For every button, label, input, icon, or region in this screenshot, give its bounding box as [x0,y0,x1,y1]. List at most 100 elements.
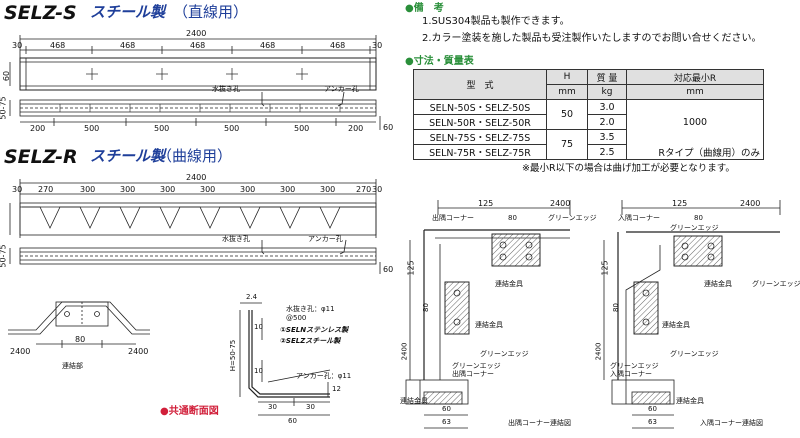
sec-dim-60: 60 [288,417,297,425]
sec-dim-thick: 2.4 [246,293,258,301]
dim-end: 30 [372,41,383,50]
dim-pitch: 300 [120,185,136,194]
spec-unit-min-r: mm [626,84,764,100]
drain-hole-label: 水抜き孔 [222,235,250,243]
ic-green-edge-2: グリーンエッジ [752,280,800,288]
dim-overall: 2400 [186,173,207,182]
anchor-hole-label: アンカー孔 [308,235,343,243]
spec-col-weight: 質 量 [587,69,627,85]
spec-unit-weight: kg [587,84,627,100]
dim-end: 30 [372,185,383,194]
selz-r-type: （曲線用） [157,147,233,165]
dim-pitch: 300 [280,185,296,194]
note-2: 2.カラー塗装を施した製品も受注製作いたしますのでお問い合せください。 [422,33,762,44]
ic-joint-2: 連結金具 [662,321,690,329]
selz-r-side-view [9,247,381,274]
oc-dim-80: 80 [508,214,517,222]
ic-dim-80v: 80 [611,303,620,312]
dim-hole-side: 60 [383,265,394,274]
selz-r-plan-view [9,179,377,238]
dim-first: 270 [38,185,54,194]
dim-hole-pitch: 500 [84,124,100,133]
oc-joint-2: 連結金具 [475,321,503,329]
sec-dim-30: 30 [306,403,315,411]
connection-detail [8,301,150,348]
oc-green-edge: グリーンエッジ [548,214,597,222]
dim-pitch: 300 [200,185,216,194]
ic-dim-80: 80 [694,214,703,222]
dim-pitch: 468 [330,41,346,50]
oc-joint-1: 連結金具 [495,280,523,288]
selz-s-type: （直線用） [173,3,249,21]
spec-row-h: 75 [546,129,588,160]
oc-dim-125: 125 [478,199,494,208]
oc-green-edge-2: グリーンエッジ [480,350,529,358]
dim-pitch: 468 [190,41,206,50]
oc-dim-80v: 80 [421,303,430,312]
sec-dim-10: 10 [254,323,263,331]
dim-overall: 2400 [186,29,207,38]
oc-corner-label-2: 出隅コーナー [452,370,494,378]
ic-corner-label-2: 入隅コーナー [610,370,652,378]
dim-height: 50-75 [0,244,8,268]
sec-height: H=50-75 [229,339,238,372]
ic-dim-2400v: 2400 [594,342,603,361]
dim-hole-pitch: 500 [154,124,170,133]
dim-joint-right: 2400 [128,347,149,356]
spec-row-h: 50 [546,99,588,130]
sec-dim-12: 12 [332,385,341,393]
sec-drain: 水抜き孔：φ11 [286,305,335,313]
outside-corner-detail [405,200,571,429]
inside-corner-detail [603,200,781,429]
ic-dim-60: 60 [648,405,657,413]
note-1: 1.SUS304製品も製作できます。 [422,16,570,27]
dim-hole-pitch: 500 [294,124,310,133]
selz-s-material: スチール製 [90,3,166,21]
dim-pitch: 300 [160,185,176,194]
oc-joint-3: 連結金具 [400,397,428,405]
oc-caption: 出隅コーナー連結図 [508,419,571,427]
oc-dim-125v: 125 [406,260,416,276]
dim-end: 30 [12,185,23,194]
ic-dim-2400: 2400 [740,199,761,208]
spec-r-type-note: Rタイプ（曲線用）のみ [626,144,764,160]
dim-end: 30 [12,41,23,50]
oc-dim-60: 60 [442,405,451,413]
drain-hole-label: 水抜き孔 [212,85,240,93]
dim-pitch: 468 [120,41,136,50]
dim-pitch: 300 [80,185,96,194]
ic-green-edge-3: グリーンエッジ [670,350,719,358]
sec-seln: ①SELNステンレス製 [280,326,349,334]
dim-pitch: 468 [50,41,66,50]
dim-pitch: 300 [240,185,256,194]
ic-corner-label: 入隅コーナー [618,214,660,222]
ic-dim-125: 125 [672,199,688,208]
ic-joint-1: 連結金具 [704,280,732,288]
oc-dim-2400v: 2400 [400,342,409,361]
ic-caption: 入隅コーナー連結図 [700,419,763,427]
sec-anchor: アンカー孔：φ11 [296,372,352,380]
dim-width: 60 [2,70,12,82]
common-cross-section [239,302,331,416]
sec-dim-10: 10 [254,367,263,375]
ic-joint-3: 連結金具 [676,397,704,405]
anchor-hole-label: アンカー孔 [324,85,359,93]
spec-row-min-r: 1000 [626,99,764,145]
oc-dim-63: 63 [442,418,451,426]
selz-s-side-view [9,99,381,130]
dim-pitch: 468 [260,41,276,50]
sec-dim-30: 30 [268,403,277,411]
ic-green-edge: グリーンエッジ [670,224,719,232]
spec-heading: ●寸法・質量表 [405,56,474,67]
dim-pitch: 300 [320,185,336,194]
selz-s-title: SELZ-S [4,2,77,24]
min-r-footnote: ※最小R以下の場合は曲げ加工が必要となります。 [522,163,735,174]
ic-dim-63: 63 [648,418,657,426]
spec-table: 型 式 H 質 量 対応最小R mm kg mm SELN-50S・SELZ-5… [413,69,764,160]
dim-joint-left: 2400 [10,347,31,356]
selz-r-material: スチール製 [90,147,166,165]
dim-joint: 80 [75,335,86,344]
spec-col-min-r: 対応最小R [626,69,764,85]
